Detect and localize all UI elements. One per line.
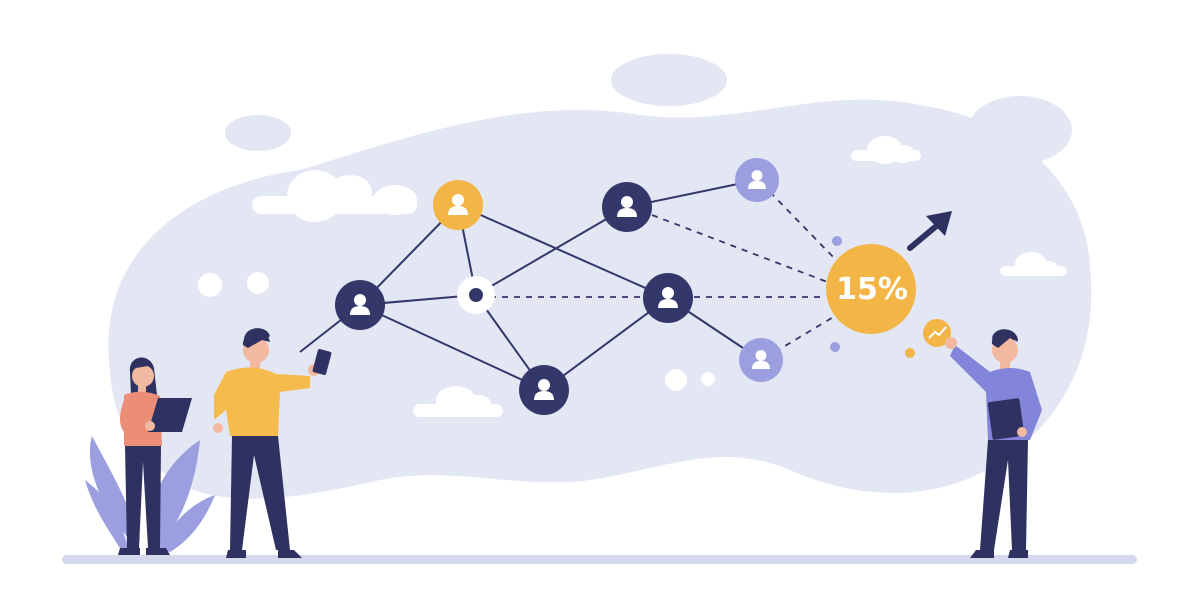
decor-dot (198, 273, 222, 297)
folder-icon (987, 398, 1025, 440)
cloud-icon (851, 136, 921, 164)
decor-dot (247, 272, 269, 294)
person-woman-with-tablet (118, 357, 192, 555)
ground-line (62, 555, 1137, 564)
dashed-edges (490, 191, 839, 353)
network-node (335, 280, 385, 330)
decor-dot (665, 369, 687, 391)
percentage-badge: 15% (826, 244, 916, 334)
tablet-icon (148, 398, 192, 432)
network-node (735, 158, 779, 202)
leaf-plant-icon (85, 436, 215, 552)
network-node (602, 182, 652, 232)
decor-dot (832, 236, 842, 246)
trend-up-arrow-icon (907, 211, 952, 251)
network-node (519, 365, 569, 415)
decor-dot (830, 342, 840, 352)
cloud-icon (413, 386, 503, 417)
network-node (739, 338, 783, 382)
network-node (433, 180, 483, 230)
cloud-icon (252, 170, 417, 222)
floating-blob (968, 96, 1072, 164)
decor-dot (905, 348, 915, 358)
cloud-icon (1000, 252, 1067, 276)
person-man-with-phone (213, 328, 332, 558)
phone-icon (312, 349, 332, 375)
floating-blob (225, 115, 291, 151)
network-node-center (457, 276, 495, 314)
person-man-with-folder (945, 329, 1042, 558)
network-node (643, 273, 693, 323)
check-chart-icon (923, 319, 951, 347)
floating-blob (611, 54, 727, 106)
decor-dot (701, 372, 715, 386)
percentage-label: 15% (836, 272, 908, 307)
